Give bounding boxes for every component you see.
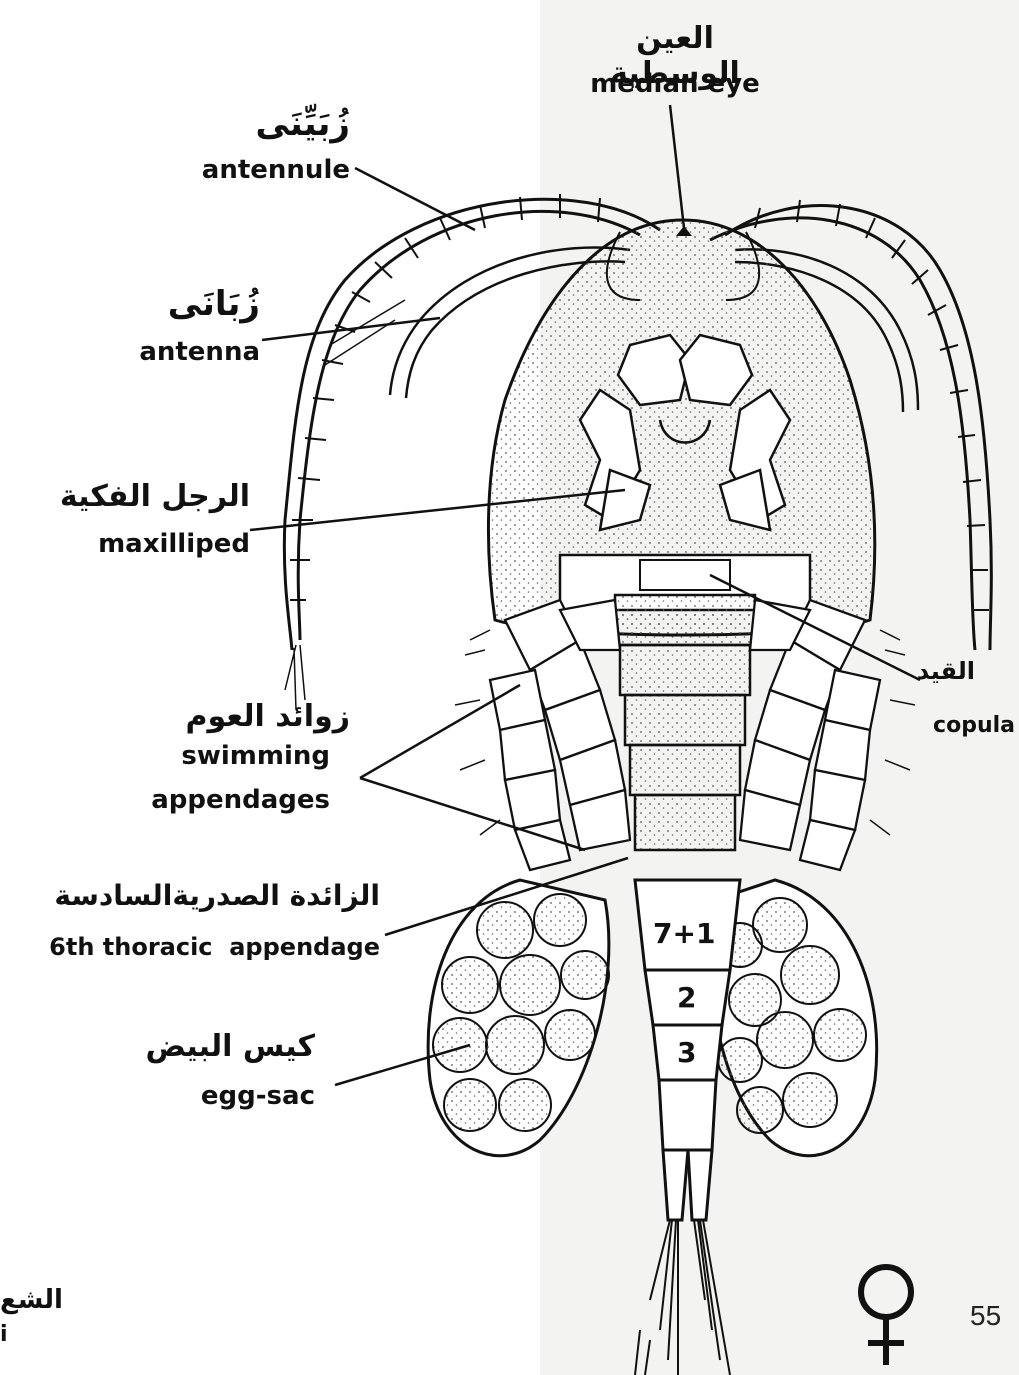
segment-label-2: 2 [677, 982, 696, 1014]
swimming-appendages-left [455, 600, 630, 870]
page-number: 55 [970, 1300, 1001, 1332]
antenna-label-ar: زُبَانَى [120, 285, 260, 324]
swimming-appendages-label-en2: appendages [150, 786, 330, 816]
thoracic-appendage-label-ar: الزائدة الصدريةالسادسة [40, 880, 380, 912]
copula-label-ar: القيد [905, 658, 975, 686]
egg-sac-label-en: egg-sac [140, 1082, 315, 1112]
thorax-segments [615, 595, 755, 850]
swimming-appendages-label-en1: swimming [150, 742, 330, 772]
maxilliped-label-ar: الرجل الفكية [30, 480, 250, 515]
median-eye-label-en: median eye [580, 70, 770, 100]
copula-label-en: copula [920, 713, 1015, 738]
egg-sac-label-ar: كيس البيض [140, 1030, 315, 1065]
segment-label-1: 7+1 [653, 918, 715, 950]
cropped-edge-text-ar: الشع [0, 1285, 63, 1315]
segment-label-3: 3 [677, 1037, 696, 1069]
antennule-label-ar: زُبَيِّنَى [200, 105, 350, 144]
maxilliped-label-en: maxilliped [30, 530, 250, 560]
swimming-appendages-label-ar: زوائد العوم [150, 700, 350, 735]
cropped-edge-text-en: i [0, 1322, 8, 1347]
antennule-label-en: antennule [190, 156, 350, 186]
antenna-label-en: antenna [100, 338, 260, 368]
thoracic-appendage-label-en: 6th thoracic appendage [0, 934, 380, 962]
